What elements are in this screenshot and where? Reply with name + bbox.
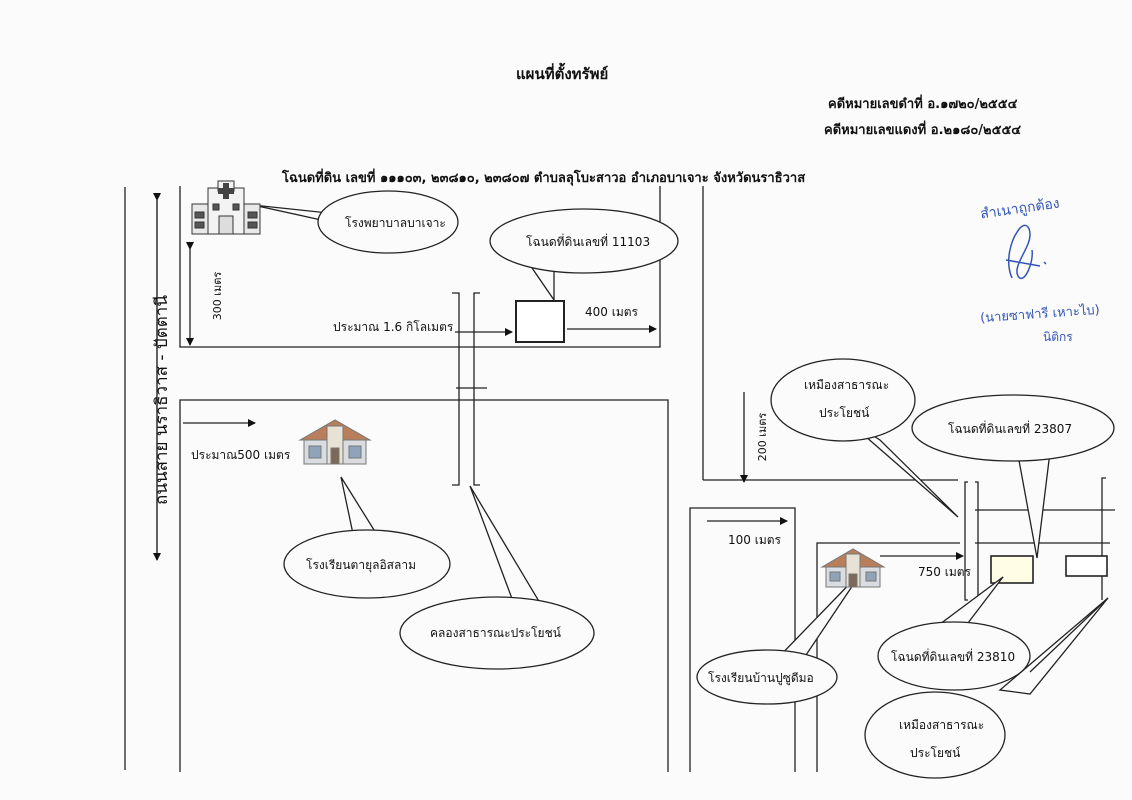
school-icon — [298, 419, 372, 465]
parcel-23810 — [990, 555, 1034, 584]
lower-road-left — [179, 399, 669, 772]
school-pusu-callout — [696, 649, 838, 705]
deed-23810-callout — [877, 621, 1031, 691]
mine-channel-right-edge — [975, 481, 979, 601]
distance-1-6km-label: ประมาณ 1.6 กิโลเมตร — [333, 320, 454, 334]
deed-11103-callout — [489, 208, 679, 274]
deed-23807-callout — [911, 394, 1115, 462]
mine-bottom-label-line1: เหมืองสาธารณะ — [899, 718, 985, 732]
black-case-number: คดีหมายเลขดำที่ อ.๑๗๒๐/๒๕๕๔ — [828, 97, 1018, 112]
road-label: ถนนสาย นราธิวาส - ปัตตานี — [152, 295, 172, 505]
hospital-label: โรงพยาบาลบาเจาะ — [345, 216, 446, 230]
school-tayul-callout — [283, 529, 451, 599]
deed-23807-label: โฉนดที่ดินเลขที่ 23807 — [948, 422, 1073, 436]
canal-callout — [399, 596, 595, 670]
signature — [1005, 224, 1047, 279]
mine-channel-left-edge — [964, 481, 968, 601]
deed-23810-label: โฉนดที่ดินเลขที่ 23810 — [891, 650, 1016, 664]
hospital-callout — [317, 190, 459, 254]
certifier-position: นิติกร — [1043, 330, 1073, 344]
mine-top-label-line1: เหมืองสาธารณะ — [804, 378, 890, 392]
upper-road — [179, 186, 661, 348]
school-pusu-label: โรงเรียนบ้านปูซูดีมอ — [708, 671, 814, 685]
hospital-icon — [191, 180, 261, 235]
distance-500-label: ประมาณ500 เมตร — [191, 448, 291, 462]
parcel-23807 — [1065, 555, 1108, 577]
school-tayul-label: โรงเรียนตายุลอิสลาม — [306, 558, 416, 572]
distance-300-label: 300 เมตร — [211, 272, 224, 321]
mine-top-label-line2: ประโยชน์ — [819, 406, 870, 420]
canal-right-edge — [473, 292, 480, 486]
deed-23807-callout-tail — [1017, 451, 1051, 559]
mine-bottom-callout-line — [1029, 597, 1109, 673]
mine-channel-right — [1101, 477, 1106, 600]
canal-callout-tail — [469, 485, 542, 605]
school-icon — [820, 548, 886, 588]
mine-bottom-label-line2: ประโยชน์ — [910, 746, 961, 760]
mine-bottom-callout-tail — [998, 597, 1109, 695]
parcel-11103 — [515, 300, 565, 343]
canal-left-edge — [452, 292, 460, 486]
mine-top-callout — [770, 358, 916, 442]
red-case-number: คดีหมายเลขแดงที่ อ.๒๑๘๐/๒๕๕๔ — [824, 123, 1022, 138]
page-title: แผนที่ตั้งทรัพย์ — [516, 65, 609, 83]
deed-description: โฉนดที่ดิน เลขที่ ๑๑๑๐๓, ๒๓๘๑๐, ๒๓๘๐๗ ตำ… — [282, 171, 806, 186]
distance-200-label: 200 เมตร — [756, 413, 769, 462]
mine-bottom-callout — [864, 691, 1006, 779]
deed-11103-label: โฉนดที่ดินเลขที่ 11103 — [526, 235, 651, 249]
distance-400-label: 400 เมตร — [585, 305, 638, 319]
deed-11103-callout-tail — [529, 264, 555, 303]
canal-label: คลองสาธารณะประโยชน์ — [430, 626, 561, 640]
distance-750-label: 750 เมตร — [918, 565, 971, 579]
distance-100-label: 100 เมตร — [728, 533, 781, 547]
